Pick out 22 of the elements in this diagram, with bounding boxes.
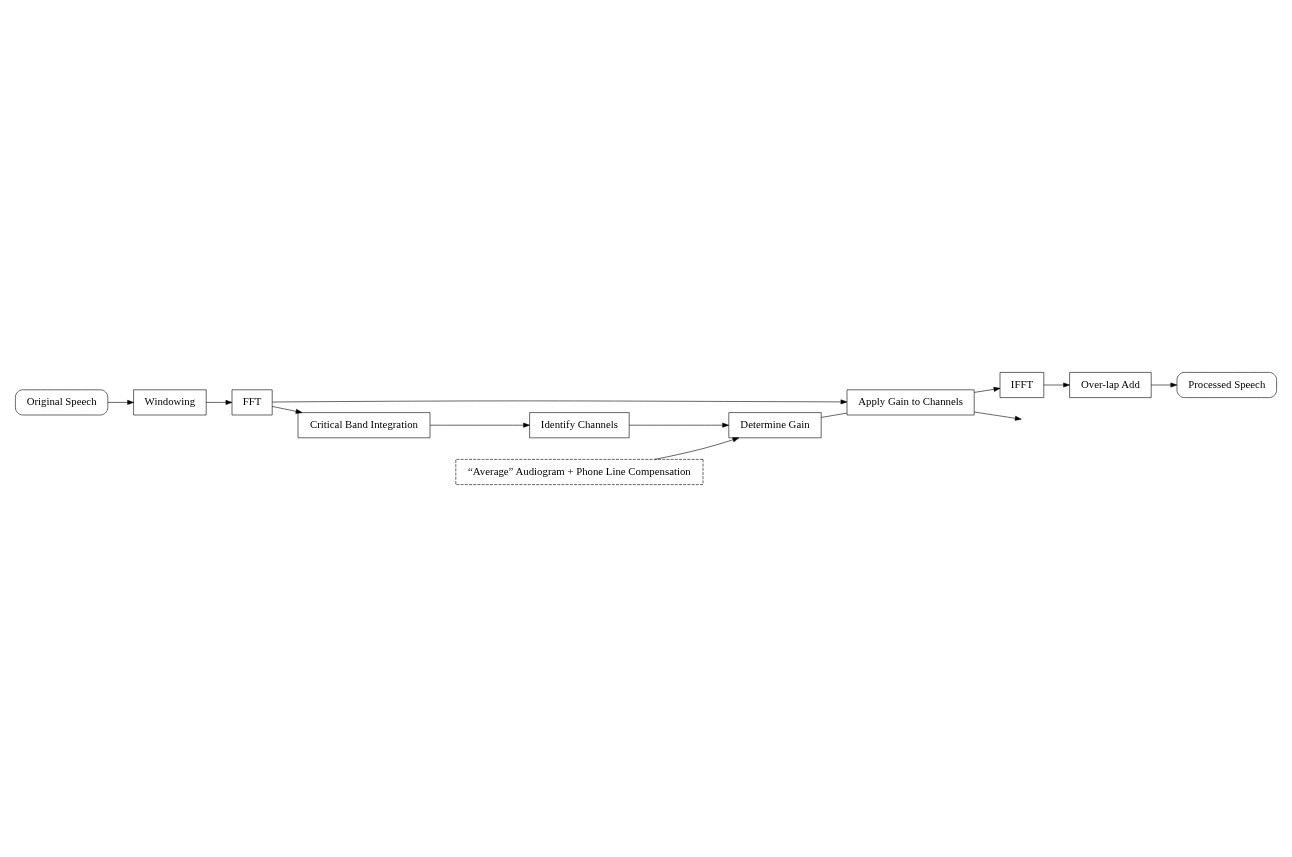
arrow — [1043, 382, 1070, 388]
arrow — [629, 422, 729, 428]
arrow — [429, 422, 530, 428]
arrow — [974, 386, 1001, 393]
arrow — [654, 437, 740, 460]
node-box: Apply Gain to Channels — [846, 389, 975, 416]
arrow — [107, 400, 134, 405]
arrow — [272, 399, 848, 405]
node-box: Identify Channels — [529, 412, 630, 439]
node-box: Critical Band Integration — [297, 412, 431, 439]
arrow — [205, 400, 233, 405]
node-box: Original Speech — [15, 389, 109, 416]
node-box: IFFT — [999, 372, 1045, 398]
arrow — [271, 406, 303, 414]
node-box: “Average” Audiogram + Phone Line Compensation — [455, 459, 704, 485]
node-box: Over-lap Add — [1069, 372, 1152, 398]
node-box: FFT — [231, 389, 273, 416]
node-box: Windowing — [133, 389, 207, 416]
arrow — [974, 411, 1022, 421]
node-box: Processed Speech — [1176, 372, 1277, 398]
arrow — [1151, 382, 1178, 388]
node-box: Determine Gain — [728, 412, 822, 439]
